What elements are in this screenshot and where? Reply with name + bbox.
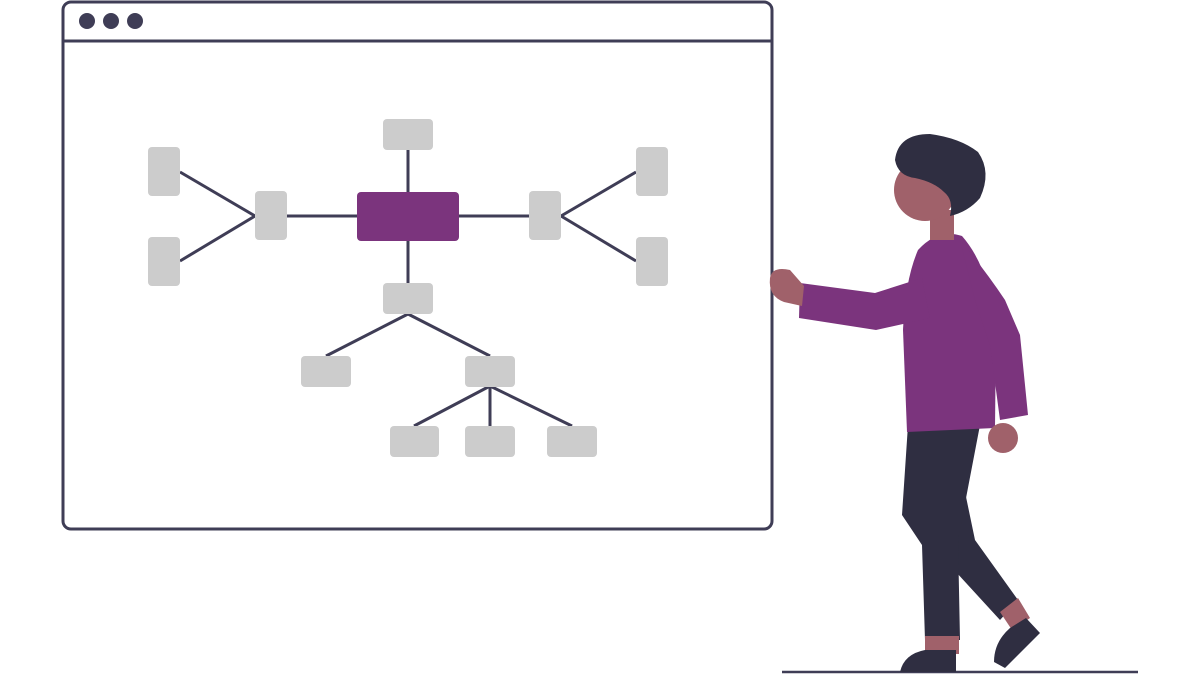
root-node[interactable] — [357, 192, 459, 241]
sub-leaf-middle-node[interactable] — [465, 426, 515, 457]
front-leg — [902, 425, 980, 640]
person-figure — [769, 134, 1040, 672]
hair — [895, 134, 986, 216]
edge-sub-leaf-right — [489, 384, 573, 428]
diagram-nodes — [148, 119, 668, 457]
diagram-connectors — [179, 150, 637, 428]
right-leaf-top-node[interactable] — [636, 147, 668, 196]
right-branch-node[interactable] — [529, 191, 561, 240]
edge-bottom-sub-branch — [407, 312, 491, 358]
edge-bottom-leaf-left — [325, 312, 409, 358]
edge-left-leaf-bottom — [179, 214, 256, 263]
left-arm-sleeve — [799, 278, 930, 330]
maximize-dot[interactable] — [127, 13, 143, 29]
right-hand — [988, 423, 1018, 453]
top-branch-node[interactable] — [383, 119, 433, 150]
left-hand — [769, 269, 804, 306]
edge-right-leaf-top — [560, 170, 637, 218]
bottom-branch-node[interactable] — [383, 283, 433, 314]
edge-right-leaf-bottom — [560, 214, 637, 263]
front-shoe-icon — [900, 650, 956, 672]
close-dot[interactable] — [79, 13, 95, 29]
left-leaf-top-node[interactable] — [148, 147, 180, 196]
front-ankle — [925, 636, 959, 654]
sub-branch-node[interactable] — [465, 356, 515, 387]
sub-leaf-left-node[interactable] — [390, 426, 439, 457]
left-branch-node[interactable] — [255, 191, 287, 240]
bottom-leaf-left-node[interactable] — [301, 356, 351, 387]
left-leaf-bottom-node[interactable] — [148, 237, 180, 286]
torso — [903, 233, 996, 432]
back-shoe-icon — [994, 618, 1040, 668]
edge-sub-leaf-left — [413, 384, 491, 428]
browser-window — [61, 0, 774, 531]
right-arm-sleeve — [960, 240, 1028, 420]
minimize-dot[interactable] — [103, 13, 119, 29]
window-frame — [61, 0, 774, 531]
sub-leaf-right-node[interactable] — [547, 426, 597, 457]
edge-left-leaf-top — [179, 170, 256, 218]
right-leaf-bottom-node[interactable] — [636, 237, 668, 286]
